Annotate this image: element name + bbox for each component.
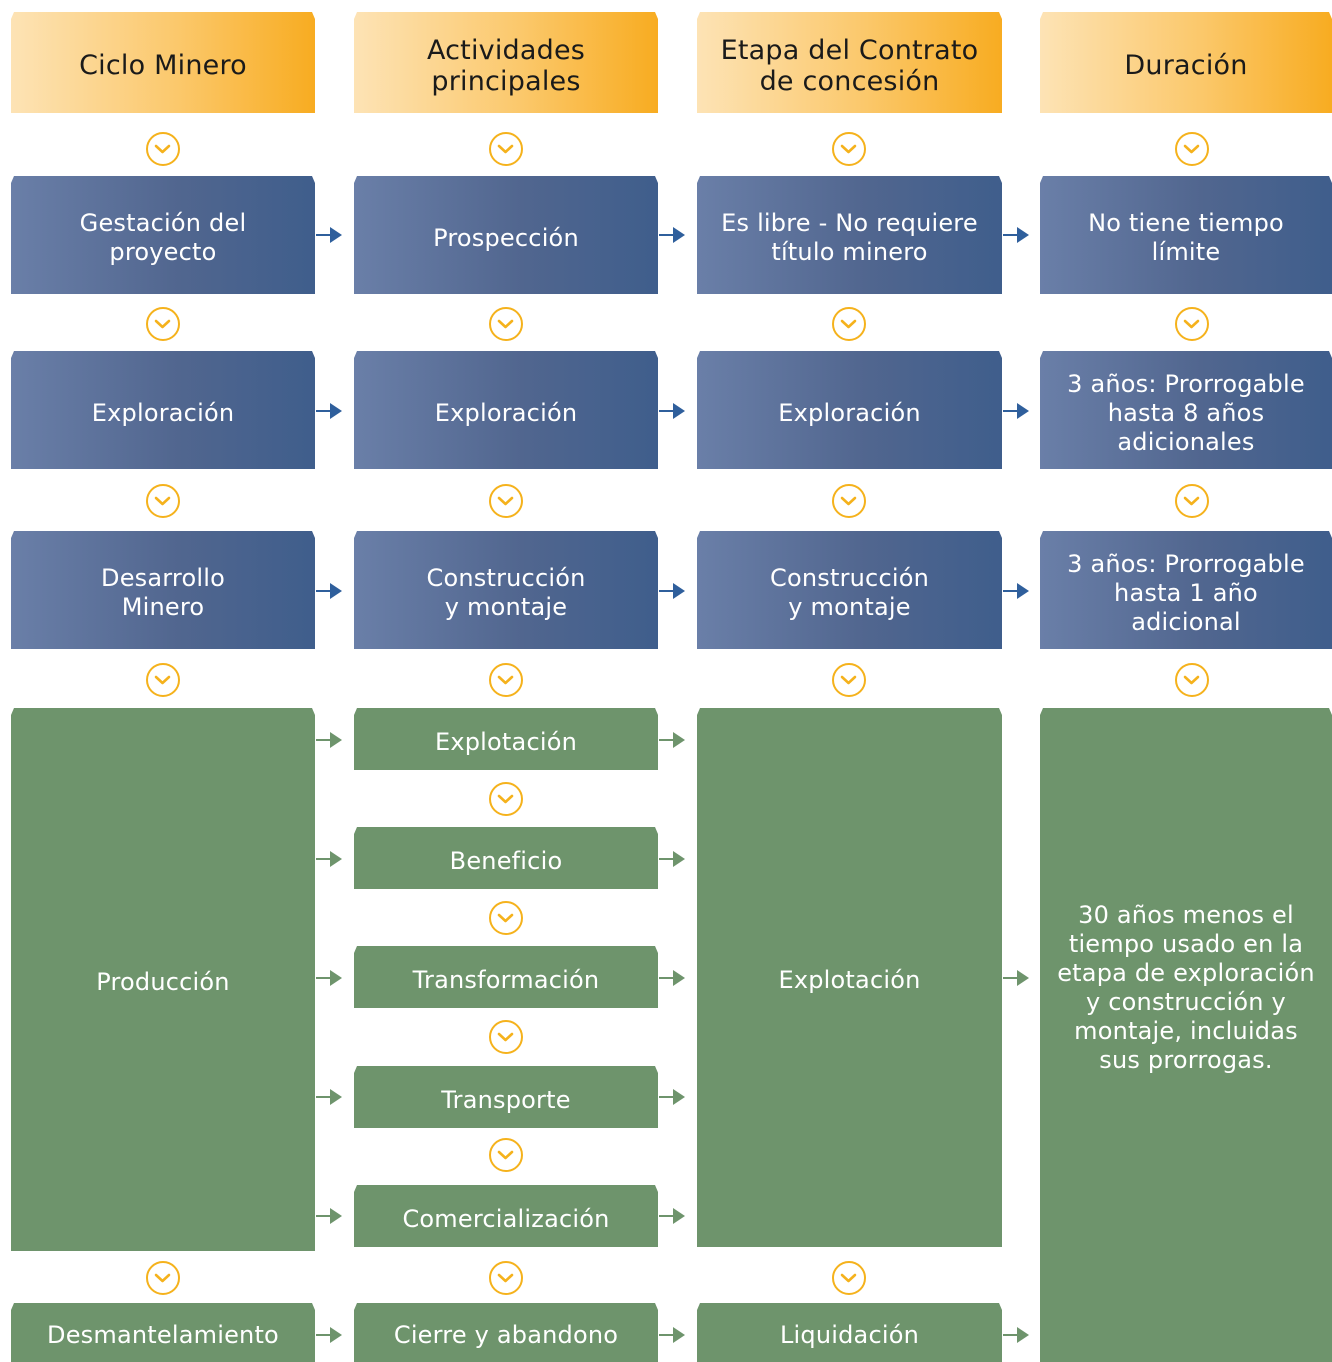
chevron-down-icon	[489, 782, 523, 816]
etapa-explotacion: Explotación	[697, 708, 1002, 1247]
chevron-down-icon	[489, 1138, 523, 1172]
chevron-down-icon	[146, 132, 180, 166]
chevron-down-icon	[489, 307, 523, 341]
duracion-construccion: 3 años: Prorrogable hasta 1 año adiciona…	[1040, 531, 1332, 649]
arrow-right-icon	[316, 225, 346, 245]
actividad-exploracion: Exploración	[354, 351, 658, 469]
arrow-right-icon	[316, 1325, 346, 1345]
header-ciclo-minero: Ciclo Minero	[11, 12, 315, 113]
arrow-right-icon	[1003, 968, 1033, 988]
chevron-down-icon	[146, 663, 180, 697]
chevron-down-icon	[832, 132, 866, 166]
chevron-down-icon	[489, 901, 523, 935]
arrow-right-icon	[659, 225, 689, 245]
header-etapa-contrato: Etapa del Contrato de concesión	[697, 12, 1002, 113]
arrow-right-icon	[316, 849, 346, 869]
chevron-down-icon	[1175, 484, 1209, 518]
chevron-down-icon	[1175, 307, 1209, 341]
arrow-right-icon	[659, 1325, 689, 1345]
actividad-comercializacion: Comercialización	[354, 1185, 658, 1247]
arrow-right-icon	[316, 968, 346, 988]
ciclo-desmantelamiento: Desmantelamiento	[11, 1303, 315, 1362]
duracion-exploracion: 3 años: Prorrogable hasta 8 años adicion…	[1040, 351, 1332, 469]
chevron-down-icon	[146, 307, 180, 341]
arrow-right-icon	[316, 1087, 346, 1107]
arrow-right-icon	[316, 1206, 346, 1226]
etapa-libre: Es libre - No requiere título minero	[697, 176, 1002, 294]
duracion-sin-limite: No tiene tiempo límite	[1040, 176, 1332, 294]
header-actividades-principales: Actividades principales	[354, 12, 658, 113]
chevron-down-icon	[1175, 132, 1209, 166]
actividad-transporte: Transporte	[354, 1066, 658, 1128]
arrow-right-icon	[659, 849, 689, 869]
ciclo-desarrollo-minero: Desarrollo Minero	[11, 531, 315, 649]
actividad-construccion-montaje: Construcción y montaje	[354, 531, 658, 649]
actividad-beneficio: Beneficio	[354, 827, 658, 889]
arrow-right-icon	[1003, 401, 1033, 421]
duracion-explotacion: 30 años menos el tiempo usado en la etap…	[1040, 708, 1332, 1362]
arrow-right-icon	[1003, 581, 1033, 601]
chevron-down-icon	[832, 307, 866, 341]
etapa-exploracion: Exploración	[697, 351, 1002, 469]
etapa-liquidacion: Liquidación	[697, 1303, 1002, 1362]
chevron-down-icon	[489, 484, 523, 518]
ciclo-exploracion: Exploración	[11, 351, 315, 469]
etapa-construccion-montaje: Construcción y montaje	[697, 531, 1002, 649]
actividad-transformacion: Transformación	[354, 946, 658, 1008]
chevron-down-icon	[1175, 663, 1209, 697]
arrow-right-icon	[659, 968, 689, 988]
chevron-down-icon	[489, 1020, 523, 1054]
chevron-down-icon	[489, 663, 523, 697]
arrow-right-icon	[659, 1206, 689, 1226]
chevron-down-icon	[832, 484, 866, 518]
arrow-right-icon	[659, 401, 689, 421]
header-duracion: Duración	[1040, 12, 1332, 113]
arrow-right-icon	[316, 730, 346, 750]
chevron-down-icon	[489, 132, 523, 166]
arrow-right-icon	[1003, 1325, 1033, 1345]
arrow-right-icon	[316, 581, 346, 601]
actividad-explotacion: Explotación	[354, 708, 658, 770]
chevron-down-icon	[832, 663, 866, 697]
arrow-right-icon	[316, 401, 346, 421]
arrow-right-icon	[659, 1087, 689, 1107]
arrow-right-icon	[659, 581, 689, 601]
chevron-down-icon	[146, 484, 180, 518]
arrow-right-icon	[659, 730, 689, 750]
chevron-down-icon	[832, 1261, 866, 1295]
ciclo-gestacion: Gestación del proyecto	[11, 176, 315, 294]
actividad-prospeccion: Prospección	[354, 176, 658, 294]
chevron-down-icon	[489, 1261, 523, 1295]
chevron-down-icon	[146, 1261, 180, 1295]
arrow-right-icon	[1003, 225, 1033, 245]
ciclo-produccion: Producción	[11, 708, 315, 1251]
actividad-cierre-abandono: Cierre y abandono	[354, 1303, 658, 1362]
